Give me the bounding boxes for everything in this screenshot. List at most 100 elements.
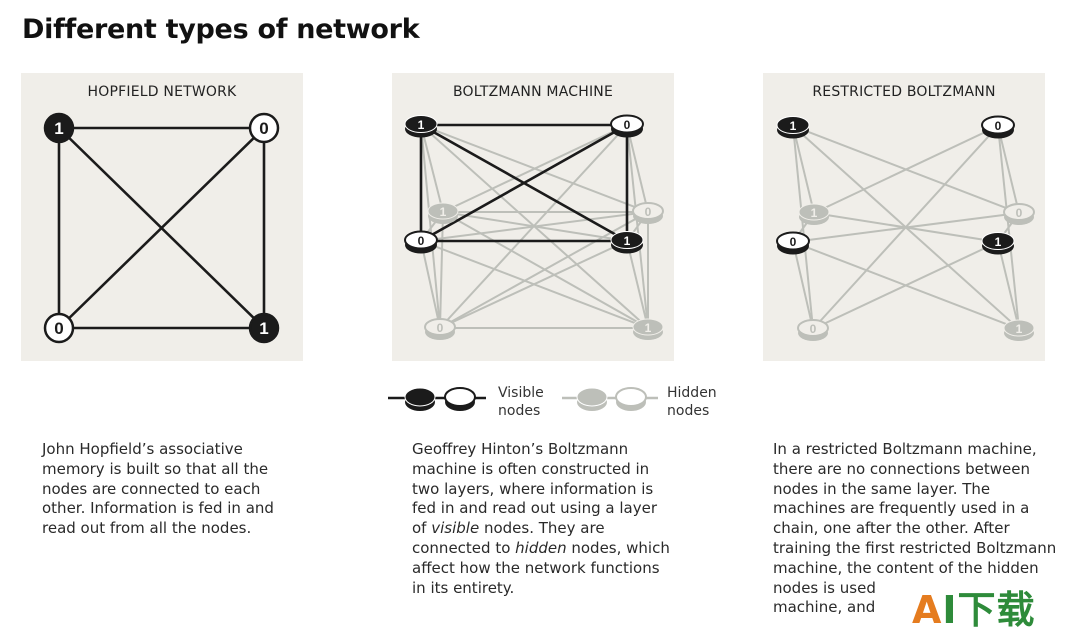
desc-line: nodes are connected to each (42, 479, 261, 498)
legend-hidden-line1: Hidden (667, 385, 717, 401)
svg-text:0: 0 (810, 322, 817, 336)
desc-line: other. Information is fed in and (42, 499, 274, 518)
legend-hidden-light-node (615, 387, 647, 411)
boltzmann-hidden-node-0: 0 (632, 202, 664, 224)
boltzmann-visible-node-1: 1 (404, 115, 438, 138)
svg-text:0: 0 (995, 119, 1002, 133)
desc-line: machine, and (773, 598, 876, 617)
desc-line: nodes in the same layer. The (773, 479, 991, 498)
svg-text:1: 1 (645, 321, 652, 335)
svg-text:0: 0 (418, 234, 425, 248)
legend-swatches (388, 387, 658, 411)
desc-line: training the first restricted Boltzmann (773, 538, 1057, 557)
svg-text:1: 1 (418, 118, 425, 132)
svg-text:0: 0 (54, 319, 63, 338)
boltzmann-hidden-node-1: 1 (427, 202, 459, 224)
svg-text:1: 1 (811, 206, 818, 220)
legend-visible-label: Visible nodes (498, 384, 568, 420)
boltzmann-visible-edges (419, 123, 629, 243)
boltzmann-hidden-node-1: 1 (632, 318, 664, 340)
desc-text: nodes. They are (479, 519, 605, 538)
boltzmann-visible-node-0: 0 (610, 114, 644, 138)
restricted-hidden-node-0: 0 (797, 319, 829, 341)
restricted-hidden-node-1: 1 (798, 203, 830, 225)
svg-text:0: 0 (645, 205, 652, 219)
svg-text:0: 0 (259, 119, 268, 138)
svg-text:1: 1 (1016, 322, 1023, 336)
desc-text: nodes, which (566, 538, 670, 557)
desc-line: two layers, where information is (412, 479, 654, 498)
watermark-a: A (912, 588, 943, 632)
svg-text:0: 0 (790, 235, 797, 249)
svg-text:1: 1 (259, 319, 268, 338)
hopfield-node-0-topright: 0 (248, 112, 280, 144)
desc-line: In a restricted Boltzmann machine, (773, 440, 1037, 458)
restricted-hidden-node-0: 0 (1003, 203, 1035, 225)
desc-line: in its entirety. (412, 578, 515, 597)
desc-line: there are no connections between (773, 459, 1031, 478)
desc-line: John Hopfield’s associative (42, 440, 243, 458)
legend-hidden-line2: nodes (667, 403, 710, 419)
hopfield-node-1-topleft: 1 (43, 112, 75, 144)
restricted-description: In a restricted Boltzmann machine, there… (773, 440, 1073, 618)
boltzmann-hidden-node-0: 0 (424, 318, 456, 340)
hopfield-description: John Hopfield’s associative memory is bu… (42, 440, 342, 539)
restricted-visible-node-0: 0 (981, 115, 1015, 139)
legend-visible-light-node (444, 387, 476, 411)
restricted-diagram: 1 0 0 1 1 0 0 (776, 115, 1035, 341)
desc-line: affect how the network functions (412, 558, 660, 577)
restricted-hidden-node-1: 1 (1003, 319, 1035, 341)
boltzmann-visible-node-0: 0 (404, 230, 438, 254)
svg-text:1: 1 (54, 119, 63, 138)
restricted-edges (792, 125, 1020, 330)
legend-hidden-dark-node (576, 387, 608, 411)
desc-text: connected to (412, 538, 516, 557)
boltzmann-description: Geoffrey Hinton’s Boltzmann machine is o… (412, 440, 732, 598)
desc-emphasis: visible (431, 519, 480, 538)
boltzmann-diagram: 1 0 0 1 1 0 0 (404, 114, 664, 340)
restricted-panel-label: RESTRICTED BOLTZMANN (812, 84, 996, 100)
desc-line: nodes is used (773, 578, 876, 597)
desc-line: Geoffrey Hinton’s Boltzmann (412, 440, 629, 458)
hopfield-panel: HOPFIELD NETWORK 1 0 0 1 (21, 73, 303, 361)
desc-emphasis: hidden (515, 538, 567, 557)
restricted-panel: RESTRICTED BOLTZMANN 1 0 0 (763, 73, 1045, 361)
legend: Visible nodes Hidden nodes (386, 380, 726, 422)
page-title: Different types of network (22, 14, 420, 45)
hopfield-diagram: 1 0 0 1 (43, 112, 280, 344)
legend-visible-dark-node (404, 387, 436, 411)
desc-line: connected to hidden nodes, which (412, 539, 732, 559)
svg-text:0: 0 (437, 321, 444, 335)
watermark-logo: AI下载 (906, 588, 1042, 632)
hopfield-node-1-bottomright: 1 (248, 312, 280, 344)
restricted-visible-node-0: 0 (776, 231, 810, 255)
desc-line: fed in and read out using a layer (412, 499, 657, 518)
svg-text:1: 1 (624, 234, 631, 248)
desc-line: machines are frequently used in a (773, 499, 1030, 518)
svg-text:1: 1 (995, 235, 1002, 249)
boltzmann-panel: BOLTZMANN MACHINE 1 (392, 73, 674, 361)
boltzmann-panel-label: BOLTZMANN MACHINE (452, 84, 613, 100)
svg-text:1: 1 (790, 119, 797, 133)
hopfield-node-0-bottomleft: 0 (43, 312, 75, 344)
edge (58, 127, 265, 329)
desc-line: machine is often constructed in (412, 459, 650, 478)
hopfield-edges (57, 126, 266, 330)
desc-text: of (412, 519, 432, 538)
boltzmann-visible-node-1: 1 (610, 231, 644, 254)
desc-line: of visible nodes. They are (412, 519, 732, 539)
restricted-visible-node-1: 1 (776, 116, 810, 139)
svg-text:0: 0 (624, 118, 631, 132)
svg-text:0: 0 (1016, 206, 1023, 220)
restricted-visible-node-1: 1 (981, 232, 1015, 255)
desc-line: read out from all the nodes. (42, 519, 252, 538)
watermark-rest: I下载 (942, 588, 1036, 632)
desc-line: memory is built so that all the (42, 459, 269, 478)
boltzmann-hidden-edges (420, 124, 649, 329)
legend-visible-line2: nodes (498, 403, 541, 419)
legend-visible-line1: Visible (498, 385, 544, 401)
desc-line: chain, one after the other. After (773, 519, 1010, 538)
legend-hidden-label: Hidden nodes (667, 384, 737, 420)
svg-text:1: 1 (440, 205, 447, 219)
desc-line: machine, the content of the hidden (773, 558, 1039, 577)
